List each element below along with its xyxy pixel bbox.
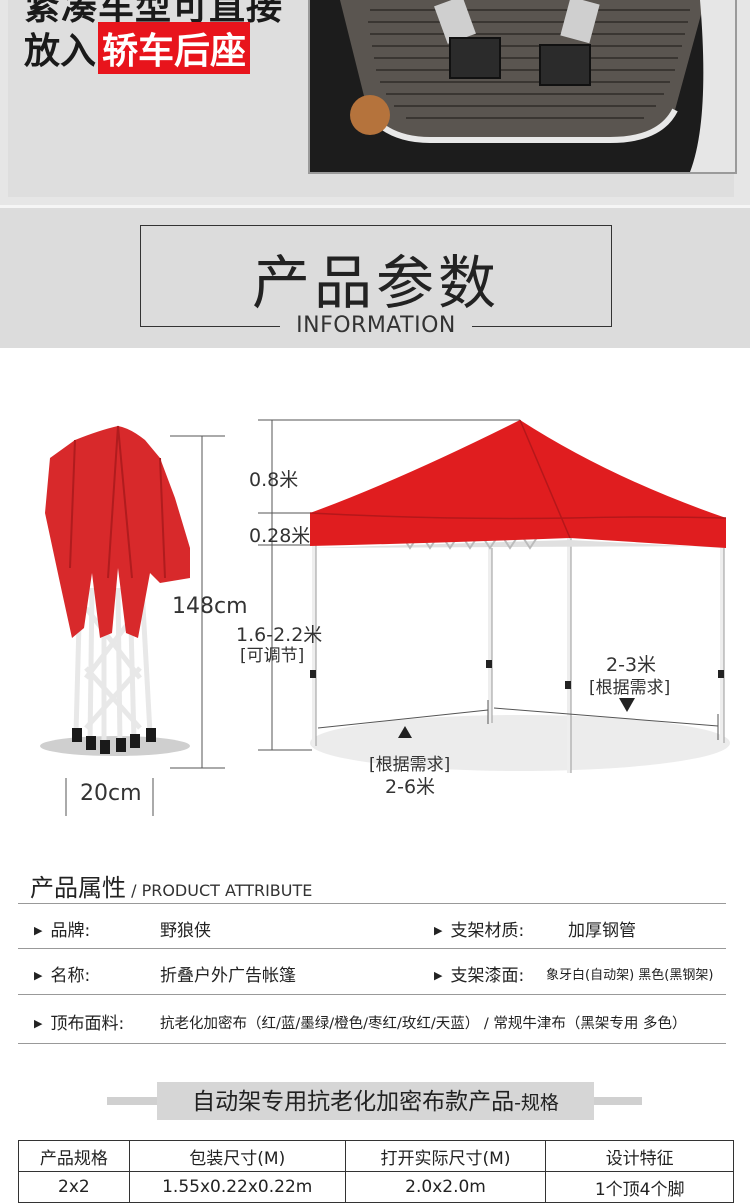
attr-rule (18, 948, 726, 949)
params-subtitle: INFORMATION (280, 313, 472, 338)
attr-key: ▶支架材质: (434, 921, 525, 941)
table-cell: 2.0x2.0m (344, 1171, 547, 1203)
tent-dimension-diagram: 148cm 20cm 0.8米 0.28米 1.6-2.2米 [可调节] 2-3… (0, 348, 750, 858)
folded-width-label: 20cm (80, 781, 142, 806)
params-subtitle-wrap: INFORMATION (140, 313, 612, 338)
bullet-triangle-icon: ▶ (34, 1017, 43, 1030)
bullet-triangle-icon: ▶ (434, 969, 443, 982)
folded-height-label: 148cm (172, 594, 248, 619)
table-header-cell: 包装尺寸(M) (128, 1140, 346, 1172)
table-cell: 1.55x0.22x0.22m (128, 1171, 346, 1203)
attr-row-fabric: ▶顶布面料: 抗老化加密布（红/蓝/墨绿/橙色/枣红/玫红/天蓝） / 常规牛津… (18, 997, 726, 1043)
params-header: 产品参数 INFORMATION (0, 208, 750, 348)
attr-rule (18, 994, 726, 995)
attr-row-name: ▶名称: 折叠户外广告帐篷 ▶支架漆面: 象牙白(自动架) 黑色(黑钢架) (18, 949, 726, 995)
depth-note-label: [根据需求] (589, 678, 671, 698)
spec-title-main: 自动架专用抗老化加密布款产品 (192, 1089, 515, 1115)
attr-row-brand: ▶品牌: 野狼侠 ▶支架材质: 加厚钢管 (18, 904, 726, 950)
open-tent-illustration (309, 419, 730, 773)
width-value-label: 2-6米 (385, 776, 436, 798)
params-title: 产品参数 (251, 249, 500, 317)
car-seat-photo (308, 0, 737, 174)
attributes-heading-cn: 产品属性 (30, 874, 126, 902)
leg-height-label: 1.6-2.2米 (236, 624, 323, 646)
attr-key: ▶名称: (34, 966, 91, 986)
attributes-heading-en: / PRODUCT ATTRIBUTE (131, 881, 313, 900)
attr-rule (18, 1043, 726, 1044)
attr-value: 折叠户外广告帐篷 (160, 966, 296, 986)
bullet-triangle-icon: ▶ (34, 924, 43, 937)
depth-value-label: 2-3米 (606, 654, 657, 676)
bullet-triangle-icon: ▶ (434, 924, 443, 937)
attr-key: ▶品牌: (34, 921, 91, 941)
table-header-cell: 打开实际尺寸(M) (344, 1140, 547, 1172)
table-header-cell: 产品规格 (18, 1140, 130, 1172)
attr-key: ▶顶布面料: (34, 1014, 125, 1034)
roof-height-label: 0.8米 (249, 469, 299, 491)
spec-title-suffix: -规格 (514, 1092, 559, 1114)
table-cell: 2x2 (18, 1171, 130, 1203)
attr-rule (18, 903, 726, 904)
attr-value: 象牙白(自动架) 黑色(黑钢架) (546, 968, 714, 983)
valance-height-label: 0.28米 (249, 525, 311, 547)
spec-table: 产品规格 包装尺寸(M) 打开实际尺寸(M) 设计特征 2x2 1.55x0.2… (18, 1140, 734, 1203)
banner-line2: 放入轿车后座 (24, 22, 251, 74)
attr-key: ▶支架漆面: (434, 966, 525, 986)
table-cell: 1个顶4个脚 (545, 1171, 734, 1203)
section-divider (0, 205, 750, 208)
folded-tent-illustration (40, 425, 190, 756)
table-header-row: 产品规格 包装尺寸(M) 打开实际尺寸(M) 设计特征 (18, 1140, 734, 1172)
table-header-cell: 设计特征 (545, 1140, 734, 1172)
params-title-box: 产品参数 (140, 225, 612, 327)
attr-value: 野狼侠 (160, 921, 211, 941)
spec-title: 自动架专用抗老化加密布款产品-规格 (157, 1082, 594, 1120)
leg-adjustable-note: [可调节] (240, 646, 305, 666)
banner-line2-prefix: 放入 (24, 31, 97, 72)
attr-value: 抗老化加密布（红/蓝/墨绿/橙色/枣红/玫红/天蓝） / 常规牛津布（黑架专用 … (160, 1016, 687, 1032)
width-note-label: [根据需求] (369, 755, 451, 775)
top-banner: 紧凑车型可直接 放入轿车后座 (0, 0, 750, 205)
banner-highlight: 轿车后座 (98, 22, 251, 74)
bullet-triangle-icon: ▶ (34, 969, 43, 982)
attributes-heading: 产品属性 / PRODUCT ATTRIBUTE (30, 868, 312, 903)
table-row: 2x2 1.55x0.22x0.22m 2.0x2.0m 1个顶4个脚 (18, 1171, 734, 1203)
attr-value: 加厚钢管 (568, 921, 636, 941)
